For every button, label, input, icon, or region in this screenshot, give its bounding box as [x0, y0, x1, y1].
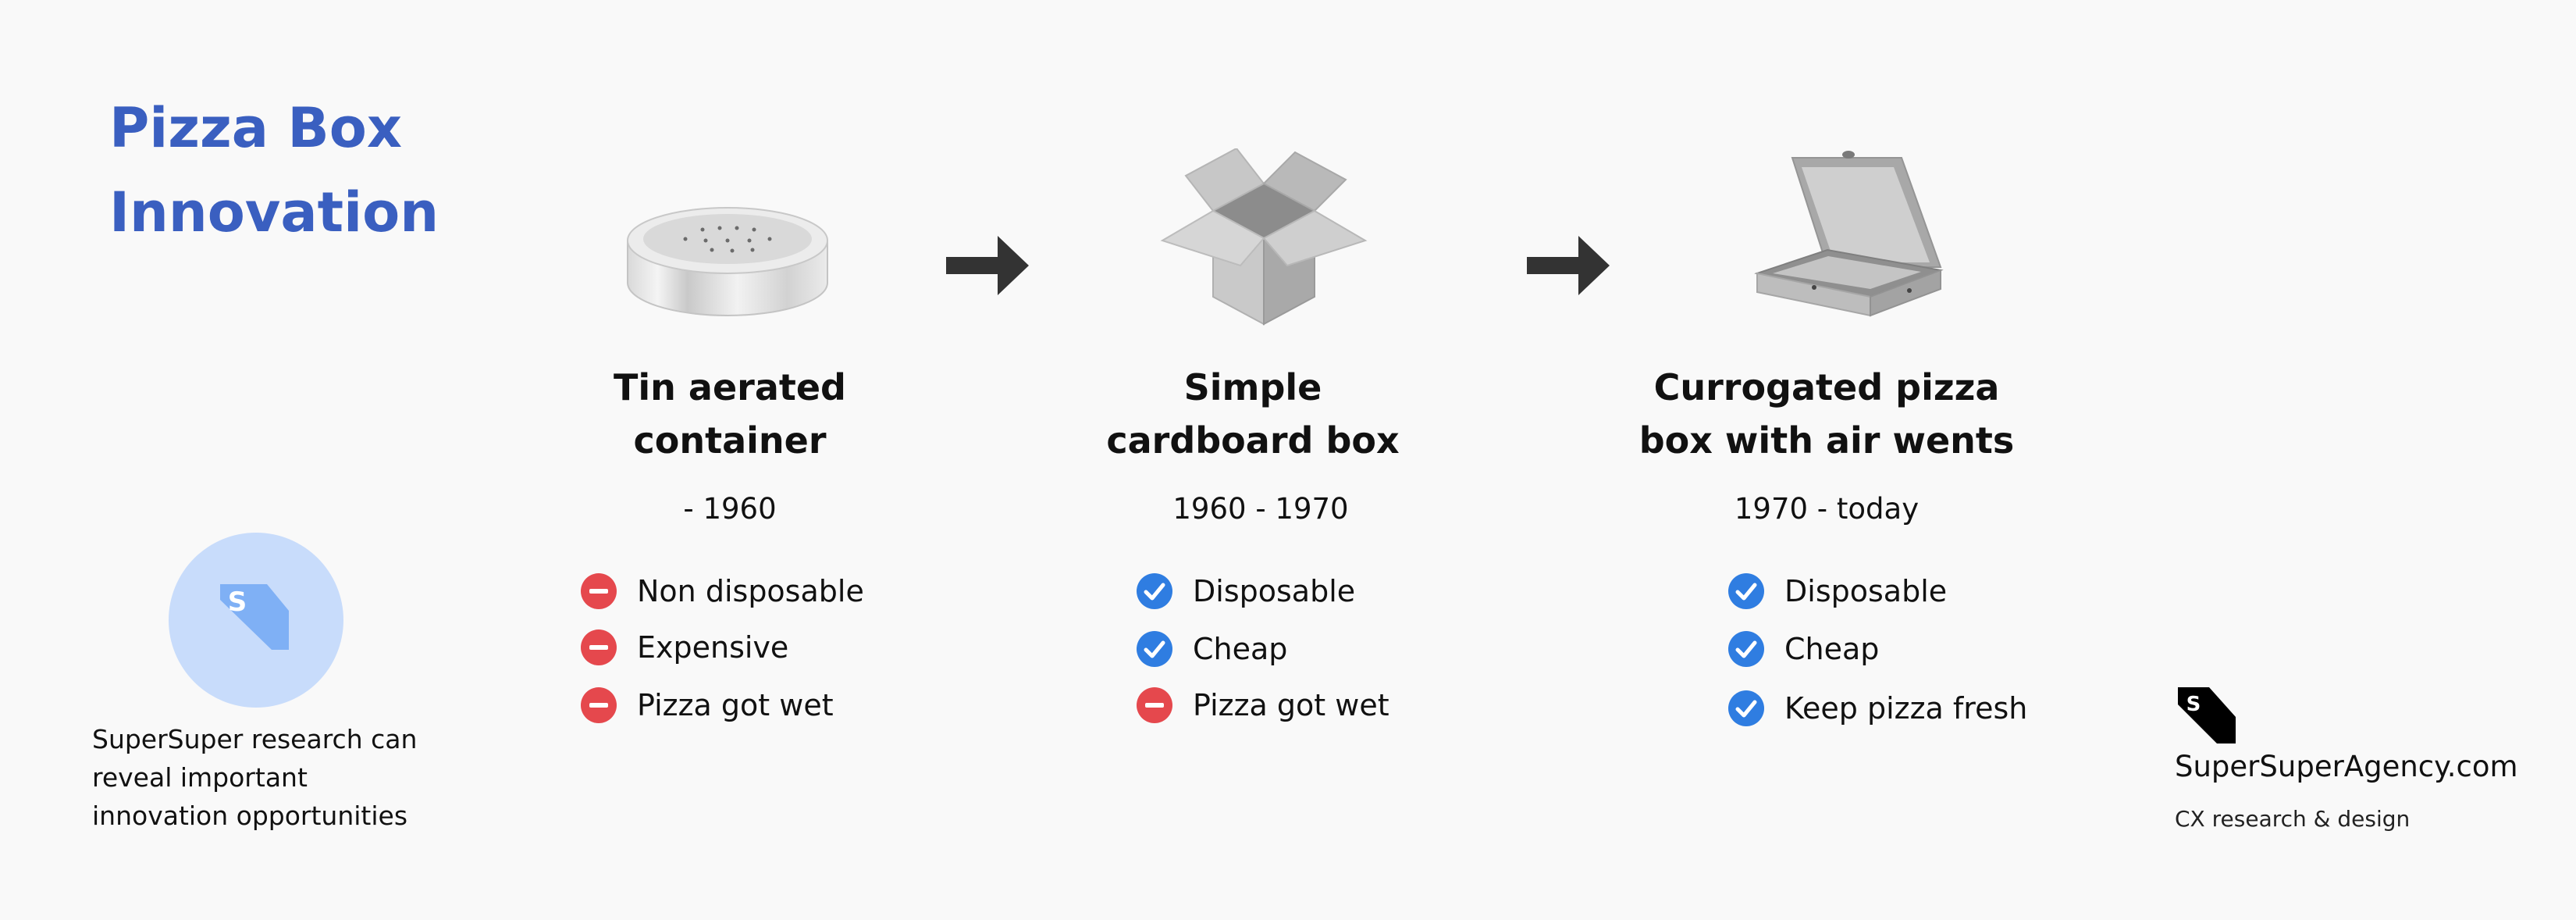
brand-tagline: CX research & design [2175, 806, 2411, 832]
stage-1-feature-3: Pizza got wet [581, 686, 864, 725]
badge-description-line-2: reveal important [92, 762, 308, 793]
minus-circle-icon [581, 687, 617, 723]
supersuper-tag-icon: S [220, 584, 289, 650]
badge-description-line-3: innovation opportunities [92, 801, 408, 831]
minus-circle-icon [581, 629, 617, 665]
stage-1-feature-2: Expensive [581, 628, 864, 667]
page-title-line-2: Innovation [109, 180, 439, 244]
stage-1-features: Non disposable Expensive Pizza got wet [581, 572, 864, 725]
check-circle-icon [1137, 573, 1172, 609]
stage-3-period: 1970 - today [1734, 492, 1920, 526]
stage-3-feature-3-label: Keep pizza fresh [1784, 691, 2028, 726]
stage-3-feature-1-label: Disposable [1784, 574, 1948, 608]
stage-3-feature-1: Disposable [1728, 572, 2027, 611]
stage-3-features: Disposable Cheap Keep pizza fresh [1728, 572, 2027, 728]
check-circle-icon [1728, 573, 1764, 609]
stage-2-feature-1-label: Disposable [1193, 574, 1356, 608]
stage-1-title-line-2: container [633, 419, 827, 462]
open-cardboard-box-icon [1160, 148, 1368, 326]
stage-2-feature-2: Cheap [1137, 629, 1389, 669]
supersuper-logo-icon: S [2178, 687, 2236, 743]
stage-2-feature-3: Pizza got wet [1137, 686, 1389, 725]
minus-circle-icon [1137, 687, 1172, 723]
arrow-right-icon [1527, 236, 1610, 295]
page-title: Pizza Box Innovation [109, 86, 439, 255]
stage-1-period: - 1960 [683, 492, 777, 526]
stage-2-features: Disposable Cheap Pizza got wet [1137, 572, 1389, 725]
stage-3-feature-3: Keep pizza fresh [1728, 689, 2027, 728]
stage-1-feature-1: Non disposable [581, 572, 864, 611]
stage-1-title-line-1: Tin aerated [614, 366, 846, 408]
stage-2-title-line-1: Simple [1183, 366, 1322, 408]
stage-3-title-line-1: Currogated pizza [1653, 366, 2000, 408]
brand-logo-letter: S [2186, 693, 2201, 716]
brand-name: SuperSuperAgency.com [2175, 750, 2518, 783]
check-circle-icon [1728, 690, 1764, 726]
stage-1-feature-2-label: Expensive [637, 630, 789, 665]
stage-2-feature-1: Disposable [1137, 572, 1389, 611]
stage-3-feature-2-label: Cheap [1784, 632, 1880, 666]
page-title-line-1: Pizza Box [109, 96, 402, 160]
badge-description-line-1: SuperSuper research can [92, 724, 418, 754]
badge-description: SuperSuper research can reveal important… [92, 720, 451, 835]
stage-2-title: Simple cardboard box [1046, 361, 1460, 467]
check-circle-icon [1728, 631, 1764, 667]
badge-letter: S [228, 587, 247, 618]
open-pizza-box-icon [1754, 151, 1944, 317]
tin-container-icon [627, 207, 828, 316]
stage-2-feature-2-label: Cheap [1193, 632, 1288, 666]
stage-2-title-line-2: cardboard box [1106, 419, 1400, 462]
stage-1-feature-3-label: Pizza got wet [637, 688, 834, 722]
supersuper-badge: S [169, 533, 343, 708]
stage-2-period: 1960 - 1970 [1172, 492, 1349, 526]
stage-3-feature-2: Cheap [1728, 629, 2027, 669]
stage-3-title: Currogated pizza box with air wents [1608, 361, 2045, 467]
stage-3-title-line-2: box with air wents [1638, 419, 2015, 462]
stage-1-title: Tin aerated container [515, 361, 945, 467]
stage-1-feature-1-label: Non disposable [637, 574, 864, 608]
minus-circle-icon [581, 573, 617, 609]
stage-2-feature-3-label: Pizza got wet [1193, 688, 1389, 722]
check-circle-icon [1137, 631, 1172, 667]
arrow-right-icon [946, 236, 1029, 295]
